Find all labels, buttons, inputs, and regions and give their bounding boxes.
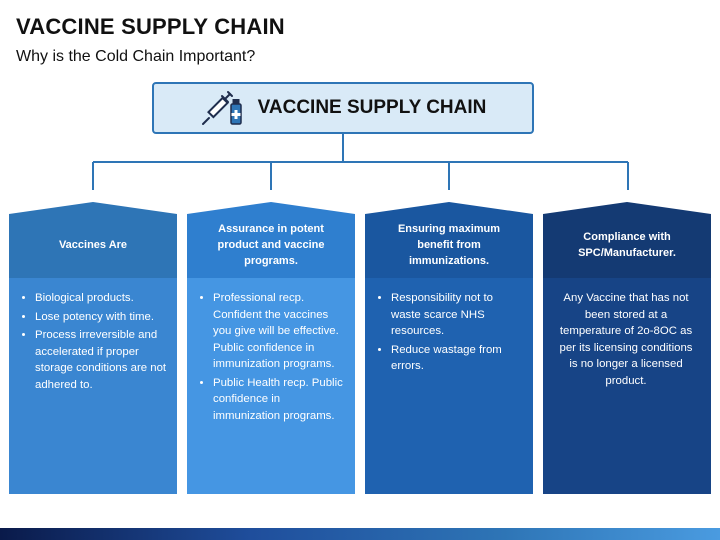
column-4-heading-bg (543, 202, 711, 278)
column-2-heading-bg (187, 202, 355, 278)
column-3-heading: Ensuring maximum benefit from immunizati… (397, 223, 501, 267)
column-1-heading-shape: Vaccines Are (9, 202, 177, 278)
column-1-bullet-1: Biological products. (35, 290, 167, 307)
header-label: VACCINE SUPPLY CHAIN (257, 97, 487, 118)
column-3-bullet-1: Responsibility not to waste scarce NHS r… (391, 290, 523, 340)
column-1: Vaccines Are Biological products. Lose p… (9, 202, 177, 494)
column-2-bullet-1: Professional recp. Confident the vaccine… (213, 290, 345, 373)
column-1-heading-bg (9, 202, 177, 278)
syringe-vial-icon (201, 91, 242, 125)
column-4-heading: Compliance with SPC/Manufacturer. (578, 231, 676, 259)
column-3: Ensuring maximum benefit from immunizati… (365, 202, 533, 494)
column-2-body: Professional recp. Confident the vaccine… (187, 278, 355, 494)
column-1-bullet-3: Process irreversible and accelerated if … (35, 327, 167, 393)
column-1-body: Biological products. Lose potency with t… (9, 278, 177, 494)
column-4-heading-shape: Compliance with SPC/Manufacturer. (543, 202, 711, 278)
page-subtitle: Why is the Cold Chain Important? (16, 48, 256, 65)
column-4-body: Any Vaccine that has not been stored at … (543, 278, 711, 494)
column-3-heading-bg (365, 202, 533, 278)
column-2: Assurance in potent product and vaccine … (187, 202, 355, 494)
column-2-bullet-2: Public Health recp. Public confidence in… (213, 375, 345, 425)
column-3-body: Responsibility not to waste scarce NHS r… (365, 278, 533, 494)
column-4: Compliance with SPC/Manufacturer. Any Va… (543, 202, 711, 494)
column-2-heading-shape: Assurance in potent product and vaccine … (187, 202, 355, 278)
column-2-heading: Assurance in potent product and vaccine … (217, 223, 325, 267)
column-1-bullet-2: Lose potency with time. (35, 309, 167, 326)
page-title: VACCINE SUPPLY CHAIN (16, 14, 285, 39)
column-4-paragraph: Any Vaccine that has not been stored at … (559, 292, 693, 387)
header-box: VACCINE SUPPLY CHAIN (152, 82, 534, 134)
column-1-heading: Vaccines Are (58, 239, 128, 252)
column-3-heading-shape: Ensuring maximum benefit from immunizati… (365, 202, 533, 278)
bottom-accent-bar (0, 528, 720, 540)
column-3-bullet-2: Reduce wastage from errors. (391, 342, 523, 375)
